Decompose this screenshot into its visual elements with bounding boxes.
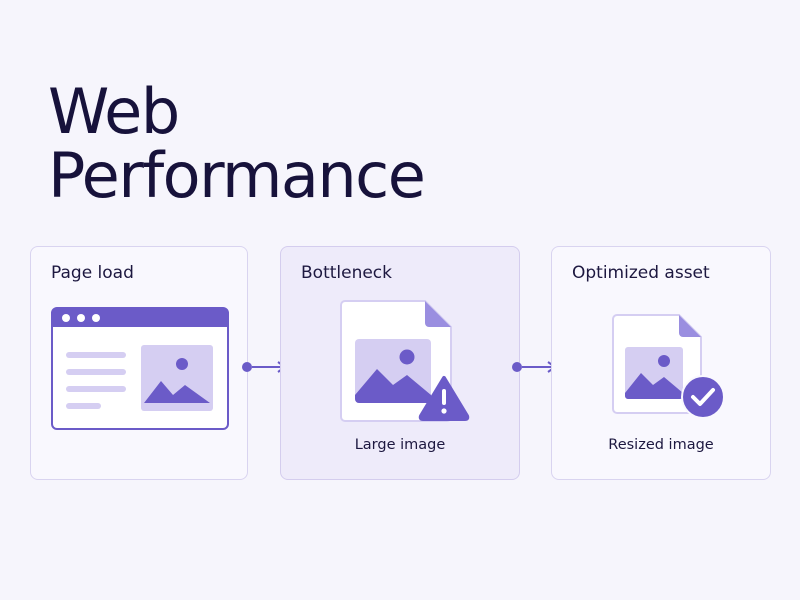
page-title: Web Performance [48, 75, 426, 212]
step-caption: Resized image [608, 437, 714, 453]
image-file-warning-icon [340, 300, 470, 422]
step-card-bottleneck: Bottleneck Large image [280, 246, 520, 480]
browser-window-icon [51, 307, 229, 430]
step-card-optimized-asset: Optimized asset Resized image [551, 246, 771, 480]
step-title: Page load [51, 263, 134, 283]
image-file-check-icon [612, 314, 725, 419]
title-line-1: Web [48, 75, 180, 148]
step-card-page-load: Page load [30, 246, 248, 480]
step-caption: Large image [354, 437, 446, 453]
title-line-2: Performance [48, 139, 426, 212]
step-title: Bottleneck [301, 263, 393, 283]
step-title: Optimized asset [572, 263, 710, 283]
